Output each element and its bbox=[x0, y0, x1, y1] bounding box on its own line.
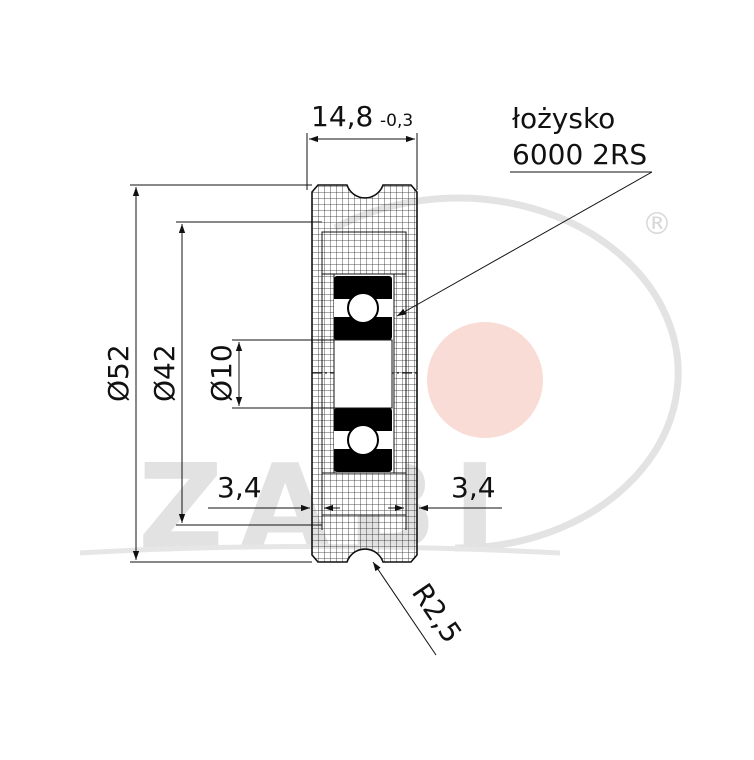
groove-radius-value: R2,5 bbox=[405, 577, 468, 648]
dim-middle-diameter: Ø42 bbox=[148, 221, 322, 526]
hub-hatch-lower bbox=[321, 472, 407, 516]
bearing-inner-zone bbox=[333, 339, 393, 409]
dim-outer-diameter: Ø52 bbox=[102, 184, 312, 563]
bearing-ball-upper bbox=[347, 292, 379, 324]
callout-label-line2: 6000 2RS bbox=[512, 138, 647, 171]
callout-label-line1: łożysko bbox=[512, 102, 615, 135]
width-value: 14,8 bbox=[311, 100, 373, 133]
dim-offsets: 3,4 3,4 bbox=[208, 471, 502, 530]
width-tolerance: -0,3 bbox=[380, 111, 413, 131]
watermark-swoosh bbox=[79, 544, 561, 556]
bearing bbox=[333, 276, 393, 472]
registered-mark: ® bbox=[642, 207, 672, 242]
middle-diameter-value: Ø42 bbox=[148, 344, 181, 402]
dim-bore-diameter: Ø10 bbox=[205, 339, 392, 409]
right-offset-value: 3,4 bbox=[451, 471, 496, 504]
dim-width: 14,8 -0,3 bbox=[306, 100, 418, 190]
bearing-ball-lower bbox=[347, 424, 379, 456]
hub-hatch-upper bbox=[321, 231, 407, 275]
outer-diameter-value: Ø52 bbox=[102, 344, 135, 402]
watermark-dot bbox=[427, 322, 543, 438]
left-offset-value: 3,4 bbox=[217, 471, 262, 504]
bore-diameter-value: Ø10 bbox=[205, 344, 238, 402]
bearing-callout: łożysko 6000 2RS bbox=[396, 102, 653, 317]
watermark-ring-arc bbox=[333, 194, 682, 552]
